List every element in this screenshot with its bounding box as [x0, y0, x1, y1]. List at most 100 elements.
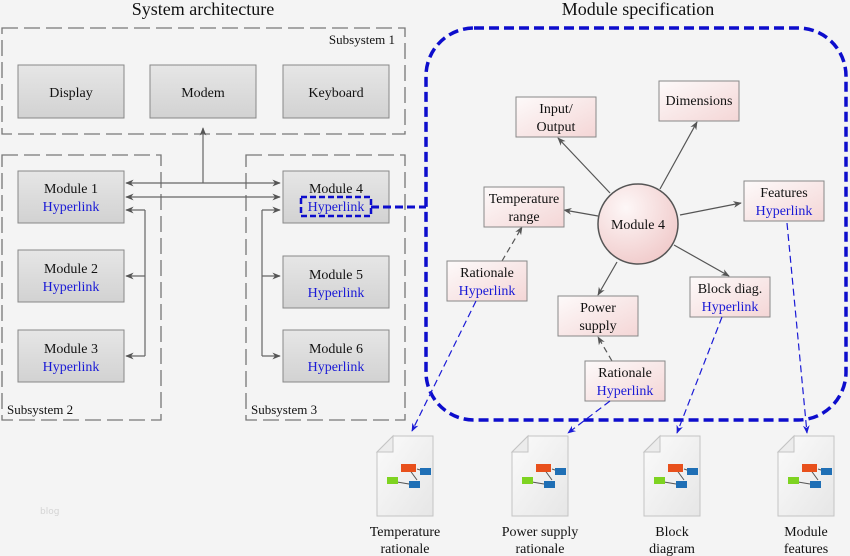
- arrow-to-io: [557, 137, 611, 194]
- component-modem-label: Modem: [181, 86, 225, 101]
- subsystem-3-label: Subsystem 3: [251, 402, 317, 417]
- document-1-caption-line-2: rationale: [381, 542, 430, 556]
- module-6-hyperlink[interactable]: Hyperlink: [308, 360, 365, 375]
- subsystem-2-frame: [1, 154, 162, 421]
- document-1[interactable]: Temperature rationale: [370, 434, 441, 556]
- spec-node-block-diag-label: Block diag.: [698, 282, 763, 297]
- spec-node-temperature[interactable]: Temperature range: [483, 186, 565, 228]
- spec-node-rationale-temperature-box[interactable]: [446, 260, 528, 302]
- document-3-caption-line-2: diagram: [649, 542, 695, 556]
- module-4[interactable]: Module 4 Hyperlink: [282, 170, 390, 224]
- title-system-architecture: System architecture: [132, 0, 274, 19]
- document-1-caption-line-1: Temperature: [370, 525, 441, 540]
- module-2-box[interactable]: [17, 249, 125, 303]
- diagram-edge: [531, 481, 545, 485]
- diagram-edge: [663, 481, 677, 485]
- spec-node-block-diag[interactable]: Block diag. Hyperlink: [689, 276, 771, 318]
- arrow-to-dimensions: [659, 121, 698, 190]
- component-modem[interactable]: Modem: [149, 64, 257, 119]
- module-4-hyperlink[interactable]: Hyperlink: [308, 200, 365, 215]
- component-display-box[interactable]: [17, 64, 125, 119]
- module-6[interactable]: Module 6 Hyperlink: [282, 329, 390, 383]
- spec-node-block-diag-hyperlink[interactable]: Hyperlink: [702, 300, 759, 315]
- link-to-block-diagram: [676, 316, 723, 434]
- component-modem-box[interactable]: [149, 64, 257, 119]
- diagram-node-blue: [821, 468, 832, 475]
- diagram-node-blue: [687, 468, 698, 475]
- documents: Temperature rationale Power supply rational…: [370, 434, 835, 556]
- spec-center-circle[interactable]: [597, 183, 679, 265]
- diagram-node-blue: [409, 481, 420, 488]
- module-1-hyperlink[interactable]: Hyperlink: [43, 200, 100, 215]
- subsystem-2: Subsystem 2: [1, 154, 162, 421]
- module-3[interactable]: Module 3 Hyperlink: [17, 329, 125, 383]
- spec-node-rationale-power-box[interactable]: [584, 360, 666, 402]
- link-to-module-features: [786, 222, 810, 434]
- component-display[interactable]: Display: [17, 64, 125, 119]
- diagram-node-orange: [802, 464, 817, 472]
- document-fold: [776, 434, 795, 453]
- component-keyboard-label: Keyboard: [308, 86, 363, 101]
- document-fold: [510, 434, 529, 453]
- document-4-caption-line-1: Module: [784, 525, 828, 540]
- diagram-node-orange: [668, 464, 683, 472]
- module-1-box[interactable]: [17, 170, 125, 224]
- document-links: [411, 222, 810, 434]
- module-4-box[interactable]: [282, 170, 390, 224]
- spec-node-temperature-box[interactable]: [483, 186, 565, 228]
- spec-node-rationale-temperature-hyperlink[interactable]: Hyperlink: [459, 284, 516, 299]
- module-2-label: Module 2: [44, 262, 98, 277]
- spec-node-dimensions[interactable]: Dimensions: [658, 80, 740, 122]
- module-6-box[interactable]: [282, 329, 390, 383]
- spec-node-io-box[interactable]: [515, 96, 597, 138]
- diagram-node-blue: [676, 481, 687, 488]
- document-2[interactable]: Power supply rationale: [502, 434, 579, 556]
- module-5[interactable]: Module 5 Hyperlink: [282, 255, 390, 309]
- arrow-to-power: [597, 261, 618, 296]
- diagram-node-blue: [544, 481, 555, 488]
- component-display-label: Display: [49, 86, 93, 101]
- module-5-hyperlink[interactable]: Hyperlink: [308, 286, 365, 301]
- link-to-temperature-rationale: [411, 300, 477, 432]
- document-fold: [375, 434, 394, 453]
- document-2-caption-line-1: Power supply: [502, 525, 579, 540]
- spec-center-module-4[interactable]: Module 4: [597, 183, 679, 265]
- module-5-box[interactable]: [282, 255, 390, 309]
- spec-node-rationale-power-hyperlink[interactable]: Hyperlink: [597, 384, 654, 399]
- subsystem-2-label: Subsystem 2: [7, 402, 73, 417]
- spec-node-io[interactable]: Input/ Output: [515, 96, 597, 138]
- spec-node-features-box[interactable]: [743, 180, 825, 222]
- spec-node-rationale-power[interactable]: Rationale Hyperlink: [584, 360, 666, 402]
- subsystem-3: Subsystem 3: [245, 154, 406, 421]
- document-fold: [642, 434, 661, 453]
- spec-node-dimensions-box[interactable]: [658, 80, 740, 122]
- spec-node-rationale-temperature[interactable]: Rationale Hyperlink: [446, 260, 528, 302]
- spec-node-features-hyperlink[interactable]: Hyperlink: [756, 204, 813, 219]
- spec-node-rationale-temperature-label: Rationale: [460, 266, 514, 281]
- spec-node-dimensions-label: Dimensions: [666, 94, 733, 109]
- module-3-label: Module 3: [44, 342, 98, 357]
- module-spec-frame: [424, 26, 848, 422]
- document-4-caption-line-2: features: [784, 542, 828, 556]
- document-3-caption-line-1: Block: [655, 525, 688, 540]
- spec-node-power[interactable]: Power supply: [557, 295, 639, 337]
- document-3[interactable]: Block diagram: [642, 434, 701, 556]
- bus-connectors: [125, 127, 281, 360]
- module-3-hyperlink[interactable]: Hyperlink: [43, 360, 100, 375]
- component-keyboard[interactable]: Keyboard: [282, 64, 390, 119]
- module-2[interactable]: Module 2 Hyperlink: [17, 249, 125, 303]
- spec-node-temperature-line-1: Temperature: [489, 192, 560, 207]
- spec-node-features[interactable]: Features Hyperlink: [743, 180, 825, 222]
- spec-node-power-box[interactable]: [557, 295, 639, 337]
- diagram-node-green: [654, 477, 665, 484]
- document-2-caption-line-2: rationale: [516, 542, 565, 556]
- diagram-node-blue: [420, 468, 431, 475]
- module-2-hyperlink[interactable]: Hyperlink: [43, 280, 100, 295]
- component-keyboard-box[interactable]: [282, 64, 390, 119]
- document-4[interactable]: Module features: [776, 434, 835, 556]
- module-3-box[interactable]: [17, 329, 125, 383]
- diagram-node-blue: [555, 468, 566, 475]
- spec-node-block-diag-box[interactable]: [689, 276, 771, 318]
- module-1[interactable]: Module 1 Hyperlink: [17, 170, 125, 224]
- arrow-to-features: [679, 201, 742, 216]
